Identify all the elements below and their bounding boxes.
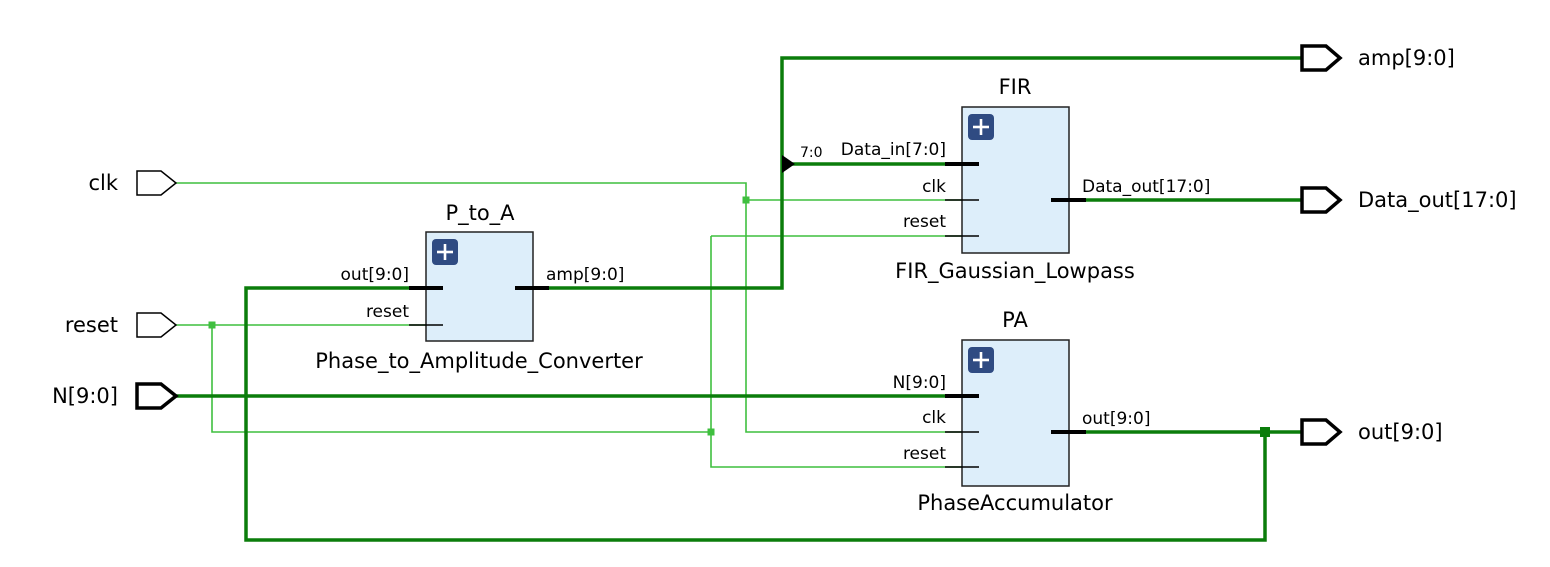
pa-clk-pin-label: clk	[922, 408, 946, 428]
amp-port-label: amp[9:0]	[1358, 46, 1455, 70]
reset-junction-dot	[208, 321, 216, 329]
p-to-a-reset-pin-label: reset	[366, 302, 409, 322]
pa-module-label: PhaseAccumulator	[917, 491, 1113, 515]
p-to-a-amp-pin-label: amp[9:0]	[546, 265, 624, 285]
fir-cell[interactable]: FIR 7:0 Data_in[7:0] clk reset Data_out[…	[800, 75, 1210, 284]
reset-net[interactable]	[176, 235, 962, 468]
n-port-label: N[9:0]	[52, 384, 118, 408]
fir-module-label: FIR_Gaussian_Lowpass	[895, 259, 1135, 284]
out-bus-net[interactable]	[244, 286, 1302, 542]
bus-ripper-icon	[782, 155, 795, 173]
reset-port-label: reset	[65, 313, 118, 337]
fir-instance-label: FIR	[999, 75, 1032, 99]
expand-icon[interactable]	[968, 114, 994, 140]
out-port-label: out[9:0]	[1358, 420, 1443, 444]
n-input-port[interactable]: N[9:0]	[52, 382, 179, 410]
expand-icon[interactable]	[968, 347, 994, 373]
fir-reset-pin-label: reset	[903, 212, 946, 232]
out-output-port[interactable]: out[9:0]	[1300, 418, 1443, 446]
clk-input-port[interactable]: clk	[88, 170, 178, 196]
fir-data-in-pin-label: Data_in[7:0]	[841, 140, 946, 160]
data-out-output-port[interactable]: Data_out[17:0]	[1300, 186, 1517, 214]
reset-junction-dot-2	[707, 428, 715, 436]
pa-instance-label: PA	[1002, 308, 1028, 332]
fir-data-out-pin-label: Data_out[17:0]	[1082, 177, 1210, 197]
p-to-a-module-label: Phase_to_Amplitude_Converter	[315, 349, 643, 374]
data-out-port-label: Data_out[17:0]	[1358, 188, 1517, 213]
amp-output-port[interactable]: amp[9:0]	[1300, 44, 1455, 72]
p-to-a-out-pin-label: out[9:0]	[341, 265, 409, 285]
out-junction-dot	[1260, 427, 1270, 437]
pa-reset-pin-label: reset	[903, 444, 946, 464]
p-to-a-cell[interactable]: P_to_A out[9:0] reset amp[9:0] Phase_to_…	[315, 201, 643, 374]
amp-bus-net[interactable]	[549, 56, 1302, 290]
pa-n-pin-label: N[9:0]	[893, 373, 946, 393]
bus-slice-label: 7:0	[800, 145, 823, 161]
fir-clk-pin-label: clk	[922, 177, 946, 197]
clk-port-label: clk	[88, 171, 118, 195]
pa-out-pin-label: out[9:0]	[1082, 409, 1150, 429]
clk-junction-dot	[742, 196, 750, 204]
p-to-a-instance-label: P_to_A	[445, 201, 515, 226]
reset-input-port[interactable]: reset	[65, 312, 178, 338]
expand-icon[interactable]	[432, 239, 458, 265]
pa-cell[interactable]: PA N[9:0] clk reset out[9:0] PhaseAccumu…	[893, 308, 1151, 515]
